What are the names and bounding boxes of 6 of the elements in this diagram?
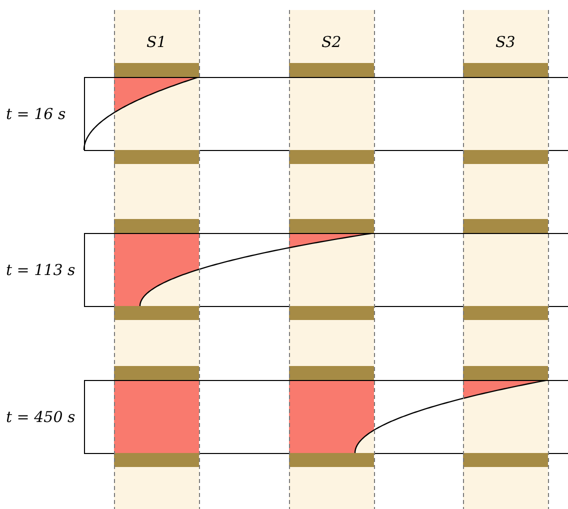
column-label: S2	[322, 33, 342, 51]
column-label: S3	[496, 33, 516, 51]
time-label: t = 16 s	[6, 104, 66, 122]
time-label: t = 450 s	[6, 408, 76, 426]
column-label: S1	[146, 33, 166, 51]
time-label: t = 113 s	[6, 260, 76, 278]
